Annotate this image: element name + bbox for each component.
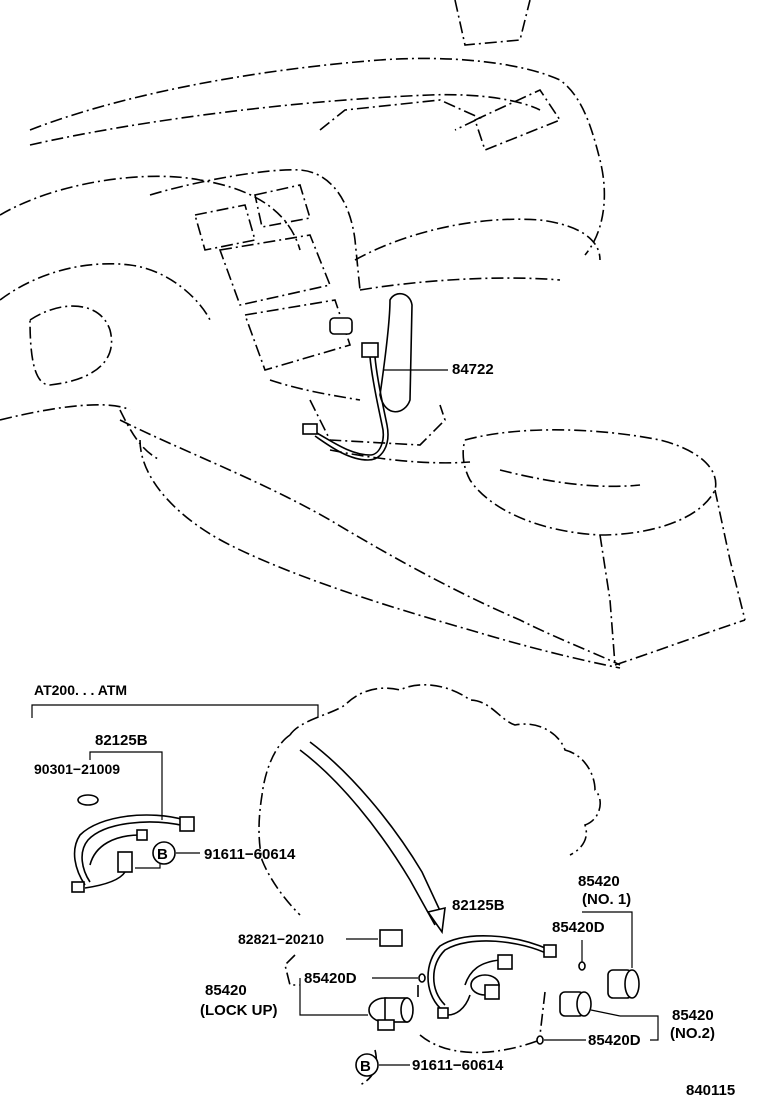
part-number-82821-20210: 82821−20210 xyxy=(238,931,324,947)
part-number-82125B-left: 82125B xyxy=(95,732,148,749)
part-number-84722: 84722 xyxy=(452,361,494,378)
variant-bracket xyxy=(31,704,319,718)
lock-up-label: (LOCK UP) xyxy=(200,1002,278,1019)
part-number-85420D-b: 85420D xyxy=(552,919,605,936)
lockup-solenoid xyxy=(368,985,419,1031)
part-number-85420-no2: 85420 xyxy=(672,1007,714,1024)
bolt-b-right-letter: B xyxy=(360,1058,371,1075)
connector-82821 xyxy=(379,929,403,947)
bolt-b-right xyxy=(355,1053,379,1077)
part-number-85420D-c: 85420D xyxy=(588,1032,641,1049)
part-number-85420-lockup: 85420 xyxy=(205,982,247,999)
bolt-b-left xyxy=(152,841,176,865)
part-number-85420-no1: 85420 xyxy=(578,873,620,890)
shift-lock-wire-84722 xyxy=(302,317,448,461)
dashboard-outline xyxy=(0,0,746,669)
part-number-85420D-a: 85420D xyxy=(304,970,357,987)
solenoid-no1 xyxy=(607,969,640,999)
part-number-90301-21009: 90301−21009 xyxy=(34,761,120,777)
transmission-outline xyxy=(258,684,601,1086)
variant-label: AT200. . . ATM xyxy=(34,682,127,698)
part-number-91611-60614-left: 91611−60614 xyxy=(204,846,296,863)
bolt-b-left-letter: B xyxy=(157,846,168,863)
no1-label: (NO. 1) xyxy=(582,891,631,908)
part-number-82125B-right: 82125B xyxy=(452,897,505,914)
no2-label: (NO.2) xyxy=(670,1025,715,1042)
solenoid-no2 xyxy=(539,991,621,1036)
solenoid-harness-left xyxy=(71,814,195,893)
diagram-id: 840115 xyxy=(686,1082,735,1099)
part-number-91611-60614-right: 91611−60614 xyxy=(412,1057,504,1074)
solenoid-harness-right xyxy=(427,935,557,1019)
